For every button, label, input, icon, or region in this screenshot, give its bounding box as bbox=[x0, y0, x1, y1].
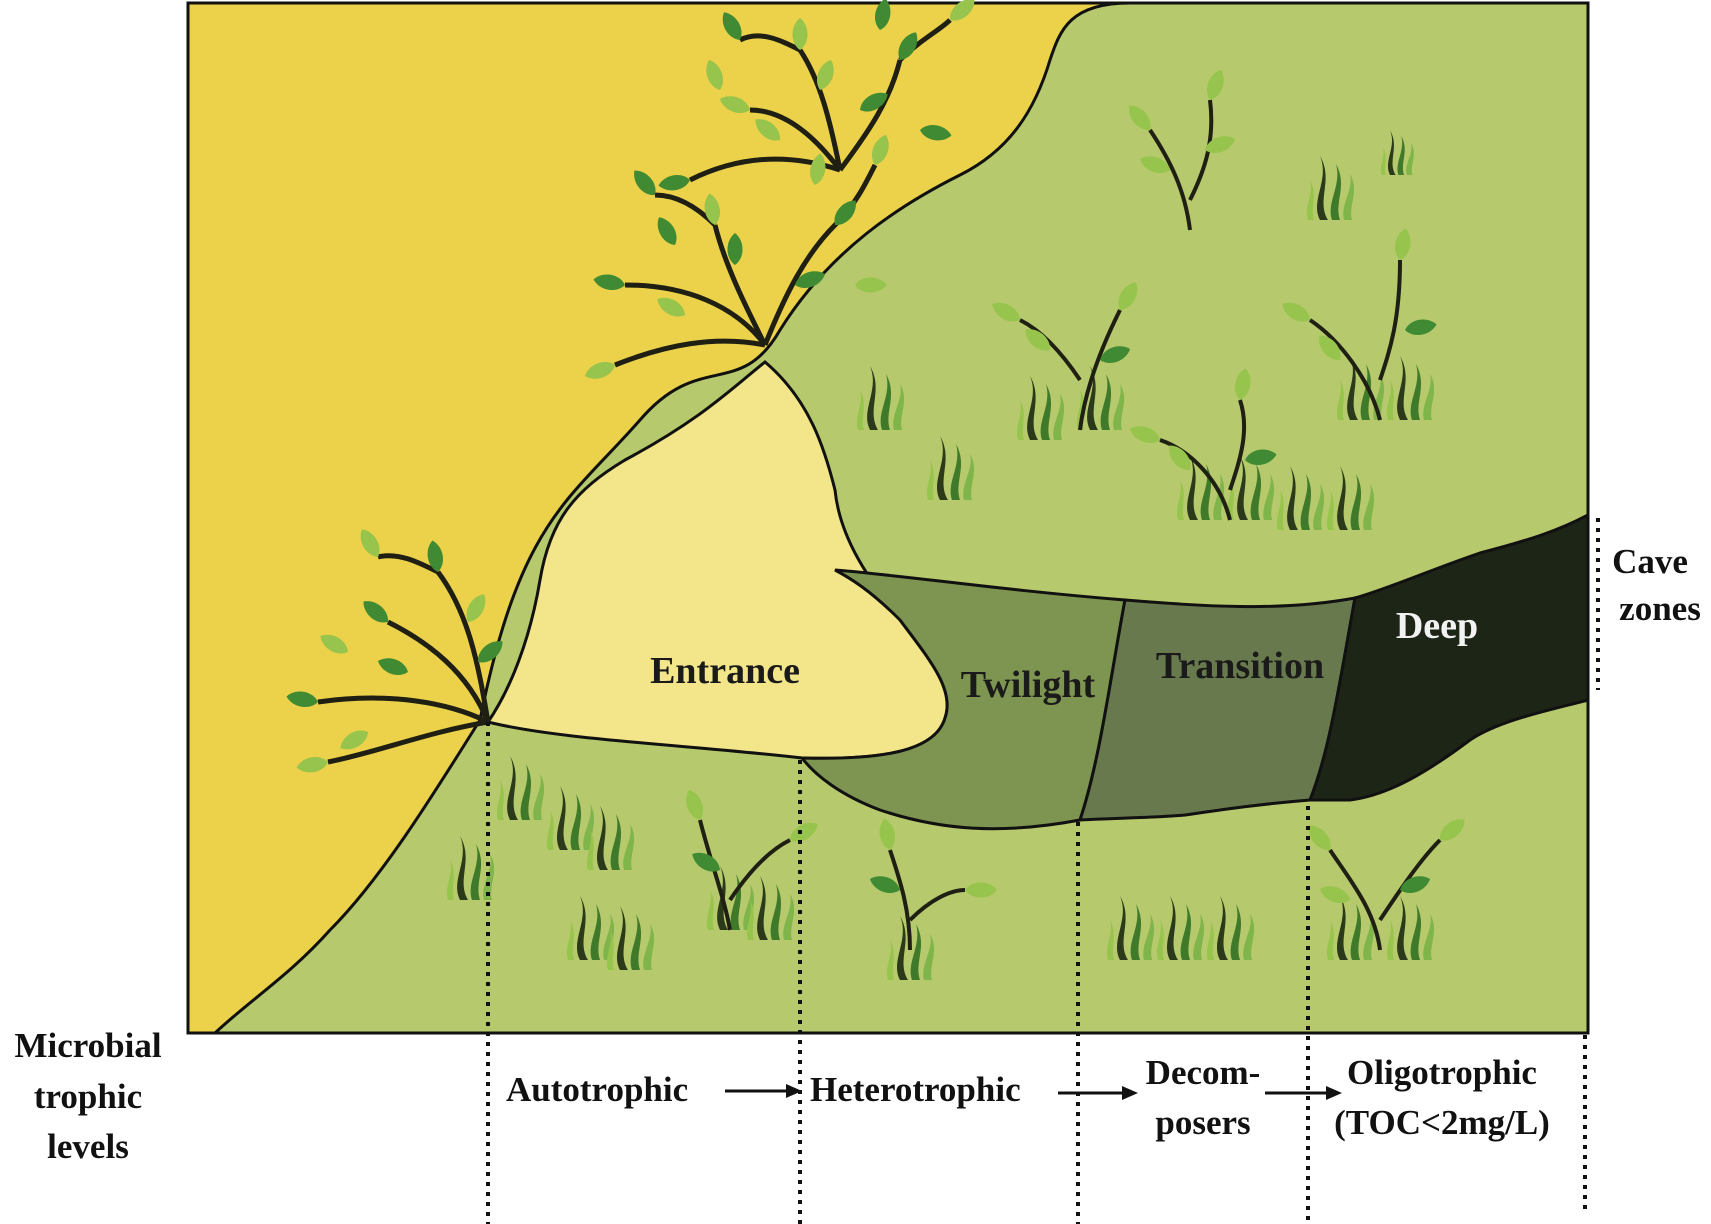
arrow-3 bbox=[1265, 1086, 1342, 1100]
zone-label-transition: Transition bbox=[1156, 645, 1324, 687]
cave-zones-label-line2: zones bbox=[1619, 589, 1701, 628]
level-decomposers-line2: posers bbox=[1155, 1103, 1250, 1142]
trophic-label-line1: Microbial bbox=[14, 1026, 161, 1065]
cave-zones-label-line1: Cave bbox=[1612, 542, 1688, 581]
level-oligotrophic-line1: Oligotrophic bbox=[1347, 1053, 1537, 1092]
arrow-1 bbox=[725, 1084, 802, 1098]
arrow-2 bbox=[1058, 1086, 1138, 1100]
zone-label-deep: Deep bbox=[1396, 605, 1478, 647]
zone-label-twilight: Twilight bbox=[961, 664, 1096, 706]
level-decomposers-line1: Decom- bbox=[1146, 1053, 1261, 1092]
level-heterotrophic: Heterotrophic bbox=[810, 1070, 1021, 1109]
level-oligotrophic-line2: (TOC<2mg/L) bbox=[1334, 1103, 1550, 1142]
zone-label-entrance: Entrance bbox=[650, 650, 800, 692]
trophic-label-line3: levels bbox=[47, 1127, 129, 1166]
trophic-label-line2: trophic bbox=[34, 1077, 142, 1116]
level-autotrophic: Autotrophic bbox=[506, 1070, 688, 1109]
